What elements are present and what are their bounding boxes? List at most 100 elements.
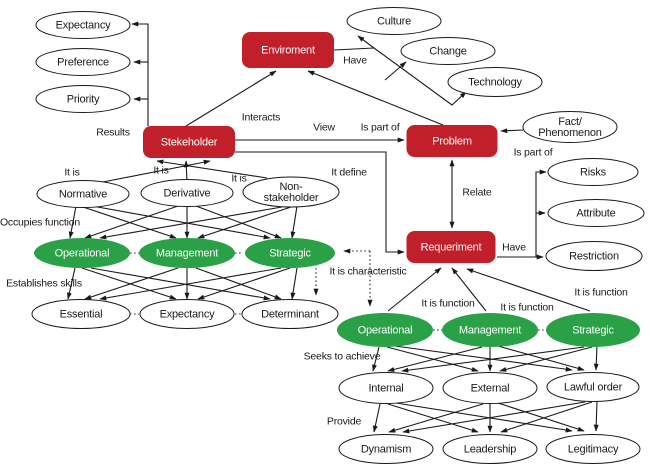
restriction-ellipse — [545, 241, 643, 271]
expectancy-top-label: Expectancy — [56, 20, 112, 32]
function-st2-requeriment — [466, 268, 591, 312]
operational-2-label: Operational — [358, 325, 413, 337]
problem-is-part-of-enviroment — [307, 70, 444, 126]
stekeholder-box — [143, 126, 235, 158]
strategic-2-label: Strategic — [572, 325, 614, 337]
node-non-stakeholder: Non-stakeholder — [242, 176, 340, 208]
label-it-is-3: It is — [231, 173, 246, 185]
preference-label: Preference — [57, 57, 109, 69]
occupies-n-st — [91, 205, 271, 240]
lawful-order-ellipse — [546, 372, 640, 402]
node-attribute: Attribute — [547, 199, 645, 227]
occupies-d-st — [195, 205, 282, 239]
skills-st-exp — [197, 267, 291, 300]
problem-label: Problem — [432, 136, 472, 148]
seeks-op2-int — [372, 346, 380, 372]
node-strategic-1: Strategic — [245, 238, 335, 268]
expectancy-mid-label: Expectancy — [160, 309, 216, 321]
node-expectancy-top: Expectancy — [35, 11, 131, 39]
node-determinant: Determinant — [241, 299, 339, 329]
internal-ellipse — [338, 372, 434, 404]
occupies-n-op — [68, 205, 77, 239]
label-view: View — [313, 122, 335, 134]
node-lawful-order: Lawful order — [546, 372, 640, 402]
management-1-label: Management — [156, 248, 218, 260]
seeks-op2-law — [394, 345, 573, 372]
leadership-label: Leadership — [464, 444, 517, 456]
change-label: Change — [429, 46, 466, 58]
culture-label: Culture — [377, 16, 411, 28]
requeriment-box — [406, 231, 496, 263]
provide-law-dyn — [402, 401, 586, 434]
have-to-change — [384, 61, 407, 81]
label-it-is-function-1: It is function — [421, 298, 475, 310]
label-it-is-characteristic: It is characteristic — [329, 266, 406, 278]
expectancy-top-ellipse — [35, 11, 131, 39]
node-stekeholder: Stekeholder — [143, 126, 235, 158]
technology-label: Technology — [468, 77, 522, 89]
operational-2-ellipse — [337, 313, 433, 347]
label-relate: Relate — [462, 187, 492, 199]
requeriment-label: Requeriment — [421, 242, 482, 254]
label-it-is-2: It is — [153, 165, 168, 177]
skills-op-det — [90, 267, 271, 301]
label-interacts: Interacts — [242, 112, 280, 124]
attribute-label: Attribute — [576, 208, 615, 220]
attribute-ellipse — [547, 199, 645, 227]
dynamism-ellipse — [338, 434, 434, 464]
determinant-ellipse — [241, 299, 339, 329]
have-to-culture — [357, 35, 375, 49]
skills-op-ess — [66, 267, 76, 300]
node-normative: Normative — [36, 180, 130, 208]
priority-ellipse — [35, 85, 131, 113]
results-to-expectancy — [131, 21, 149, 126]
label-is-part-of-right: Is part of — [514, 147, 553, 159]
skills-mg-ess — [84, 267, 179, 300]
non-stakeholder-ellipse — [242, 176, 340, 208]
provide-law-lea — [500, 401, 593, 433]
priority-label: Priority — [67, 94, 100, 106]
derivative-label: Derivative — [164, 188, 211, 200]
function-op2-requeriment — [387, 267, 442, 312]
node-essential: Essential — [31, 299, 131, 329]
stekeholder-it-define-requeriment — [235, 151, 405, 255]
derivative-ellipse — [140, 179, 234, 207]
stekeholder-interacts-enviroment — [185, 70, 277, 127]
skills-mg-det — [195, 267, 282, 300]
node-expectancy-mid: Expectancy — [139, 299, 235, 329]
preference-ellipse — [35, 48, 131, 76]
node-external: External — [442, 372, 538, 404]
node-leadership: Leadership — [442, 434, 538, 464]
node-strategic-2: Strategic — [546, 313, 640, 347]
operational-1-label: Operational — [55, 248, 110, 260]
essential-ellipse — [31, 299, 131, 329]
node-fact-phenomenon: Fact/Phenomenon — [522, 111, 618, 143]
derivative-it-is — [183, 160, 189, 182]
management-2-label: Management — [459, 325, 521, 337]
seeks-mg2-law — [497, 345, 585, 371]
label-have-right: Have — [502, 242, 526, 254]
node-preference: Preference — [35, 48, 131, 76]
legitimacy-label: Legitimacy — [568, 444, 619, 456]
node-problem: Problem — [406, 125, 498, 157]
culture-ellipse — [346, 7, 442, 35]
node-operational-2: Operational — [337, 313, 433, 347]
have-to-risks — [535, 169, 547, 257]
stekeholder-label: Stekeholder — [161, 137, 218, 149]
node-requeriment: Requeriment — [406, 231, 496, 263]
risks-label: Risks — [580, 167, 607, 179]
normative-it-is — [102, 159, 211, 183]
node-enviroment: Enviroment — [242, 32, 334, 68]
lawful-order-label: Lawful order — [564, 382, 623, 394]
enviroment-label: Enviroment — [261, 45, 315, 57]
node-management-1: Management — [139, 238, 235, 268]
normative-ellipse — [36, 180, 130, 208]
leadership-ellipse — [442, 434, 538, 464]
provide-ext-leg — [497, 402, 585, 432]
strategic-1-label: Strategic — [269, 248, 311, 260]
node-change: Change — [400, 37, 496, 65]
restriction-label: Restriction — [569, 251, 619, 263]
seeks-st2-ext — [499, 346, 593, 372]
fact-phenomenon-label: Fact/Phenomenon — [538, 116, 602, 139]
